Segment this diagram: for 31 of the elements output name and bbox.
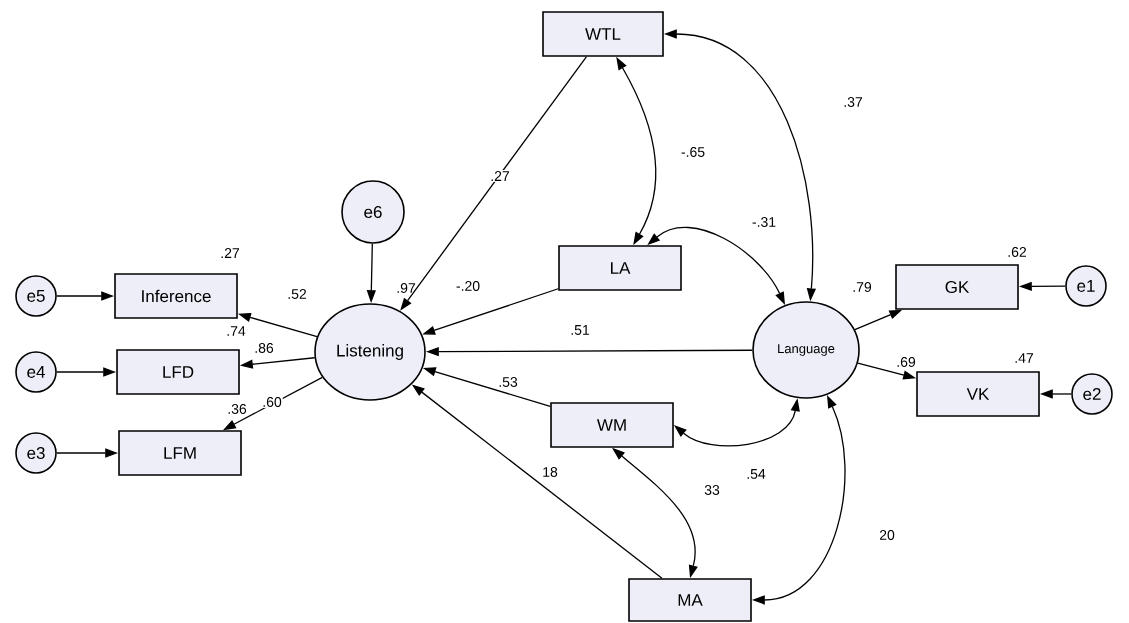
coefficient-label: .27 [221, 248, 240, 258]
edge-label: .37 [842, 96, 864, 108]
edge-label: .60 [261, 396, 283, 408]
variable-box: LFD [116, 349, 240, 395]
edge-label: .27 [489, 170, 511, 182]
edge-label: .51 [569, 324, 591, 336]
variable-box: LA [558, 245, 682, 291]
edge-label: -.65 [679, 146, 707, 158]
variable-box: Inference [114, 273, 238, 319]
edge-label: .69 [895, 356, 917, 368]
variable-box: WTL [542, 11, 664, 57]
edge-label: .54 [745, 468, 767, 480]
coefficient-label: .74 [227, 326, 246, 336]
edge-label: -.31 [750, 216, 778, 228]
edge-label: .79 [851, 281, 873, 293]
variable-box: WM [550, 402, 674, 448]
edge-label: .86 [253, 342, 275, 354]
edge-label: 20 [878, 529, 896, 541]
variable-box: VK [916, 371, 1040, 417]
variable-box: GK [895, 264, 1019, 310]
coefficient-label: .36 [228, 404, 247, 414]
coefficient-label: .47 [1015, 353, 1034, 363]
edge-label: 18 [541, 466, 559, 478]
edge-label: -.20 [454, 280, 482, 292]
variable-box: LFM [118, 430, 242, 476]
edge-label: .53 [497, 376, 519, 388]
edge-label: .52 [286, 288, 308, 300]
edge-label: 33 [703, 484, 721, 496]
variable-box: MA [628, 578, 752, 622]
coefficient-label: .97 [397, 283, 416, 293]
coefficient-label: .62 [1008, 247, 1027, 257]
